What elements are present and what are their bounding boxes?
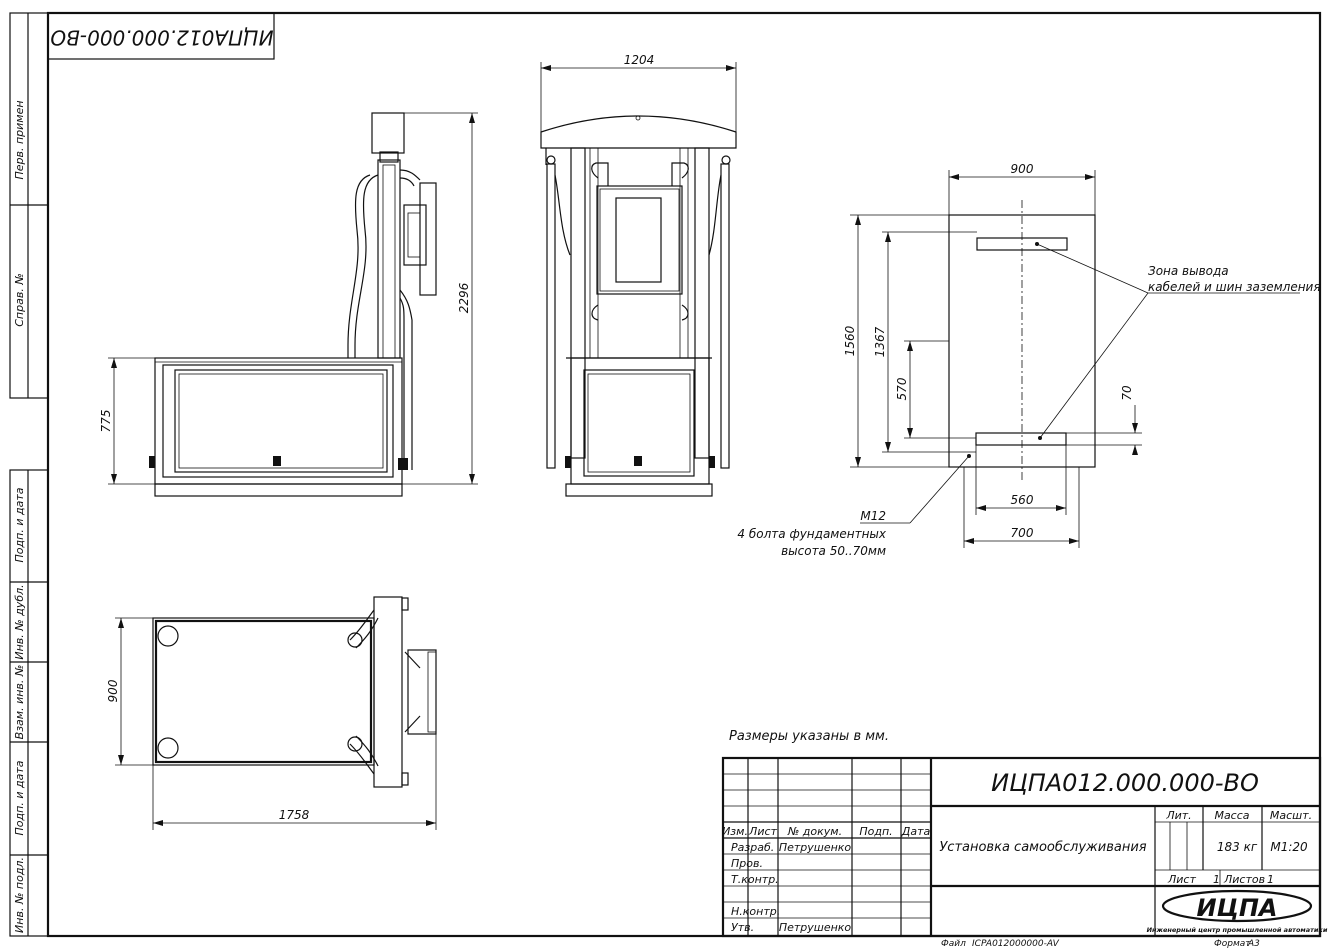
scale-value: М1:20	[1270, 840, 1308, 854]
note-cable-zone-line1: Зона вывода	[1148, 264, 1229, 278]
utv-name: Петрушенко	[779, 921, 852, 934]
file-label: Файл	[941, 939, 966, 949]
role-tkontr: Т.контр.	[731, 873, 779, 886]
col-data: Дата	[901, 825, 931, 838]
mass-value: 183 кг	[1217, 840, 1258, 854]
drawing-frame	[46, 11, 1322, 938]
lit-label: Лит.	[1165, 809, 1191, 822]
front-view	[540, 115, 737, 497]
title-block: ИЦПА012.000.000-ВО Установка самообслужи…	[721, 756, 1328, 938]
top-view	[152, 596, 437, 788]
side-label-inv-dubl: Инв. № дубл.	[13, 584, 26, 659]
note-bolts-line1: 4 болта фундаментных	[737, 527, 886, 541]
side-view-dims: 2296 775	[99, 112, 478, 485]
units-note: Размеры указаны в мм.	[729, 729, 889, 744]
designation-rotated-box: ИЦПА012.000.000-ВО	[47, 12, 275, 60]
mass-label: Масса	[1214, 809, 1249, 822]
dim-70: 70	[1120, 385, 1134, 401]
top-view-dims: 900 1758	[106, 617, 437, 830]
col-izm: Изм.	[722, 825, 748, 838]
col-podp: Подп.	[859, 825, 892, 838]
company-logo-text: ИЦПА	[1196, 894, 1277, 922]
dim-1367: 1367	[873, 326, 887, 357]
side-label-podp-data-2: Подп. и дата	[13, 760, 26, 835]
role-utv: Утв.	[731, 921, 754, 934]
footer: Файл ICPA012000000-AV Формат А3	[941, 939, 1260, 949]
front-view-dims: 1204	[540, 53, 737, 132]
dim-2296: 2296	[457, 282, 471, 313]
dim-775: 775	[99, 410, 113, 433]
role-prov: Пров.	[731, 857, 763, 870]
dim-700: 700	[1011, 526, 1034, 540]
col-list: Лист	[748, 825, 777, 838]
sheet-value: 1	[1213, 873, 1220, 886]
side-label-vzam-inv: Взам. инв. №	[13, 665, 26, 740]
file-value: ICPA012000000-AV	[972, 939, 1060, 949]
dim-1204: 1204	[624, 53, 655, 67]
dim-900-plan: 900	[1011, 162, 1034, 176]
scale-label: Масшт.	[1270, 809, 1312, 822]
note-bolts-line2: высота 50..70мм	[781, 544, 886, 558]
side-label-perv-primen: Перв. примен	[13, 100, 26, 179]
dim-900-top: 900	[106, 679, 120, 702]
plan-notes: Зона вывода кабелей и шин заземления М12…	[737, 243, 1321, 558]
dim-1758: 1758	[279, 808, 310, 822]
side-view	[149, 112, 437, 497]
sheets-value: 1	[1267, 873, 1274, 886]
company-logo: ИЦПА Инженерный центр промышленной автом…	[1147, 889, 1328, 934]
title-designation: ИЦПА012.000.000-ВО	[991, 769, 1259, 797]
side-label-sprav-no: Справ. №	[13, 273, 26, 327]
title-name: Установка самообслуживания	[939, 840, 1146, 855]
dim-1560: 1560	[843, 325, 857, 356]
foundation-plan-dims: 900 1560 1367 570 70 560	[843, 162, 1142, 548]
note-cable-zone-line2: кабелей и шин заземления	[1148, 280, 1321, 294]
sheets-label: Листов	[1223, 873, 1265, 886]
designation-rotated-text: ИЦПА012.000.000-ВО	[50, 26, 273, 50]
foundation-plan	[948, 200, 1096, 482]
side-label-podp-data-1: Подп. и дата	[13, 487, 26, 562]
side-strip: Перв. примен Справ. № Подп. и дата Инв. …	[9, 12, 49, 937]
role-razrab: Разраб.	[731, 841, 774, 854]
note-bolt-thread: М12	[860, 509, 886, 523]
format-value: А3	[1247, 939, 1260, 949]
razrab-name: Петрушенко	[779, 841, 852, 854]
role-nkontr: Н.контр.	[731, 905, 780, 918]
dim-570: 570	[895, 377, 909, 400]
format-label: Формат	[1214, 939, 1251, 949]
side-label-inv-podl: Инв. № подл.	[13, 857, 26, 933]
company-name: Инженерный центр промышленной автоматики	[1147, 926, 1328, 934]
col-doc-no: № докум.	[787, 825, 842, 838]
sheet-label: Лист	[1167, 873, 1196, 886]
dim-560: 560	[1011, 493, 1034, 507]
